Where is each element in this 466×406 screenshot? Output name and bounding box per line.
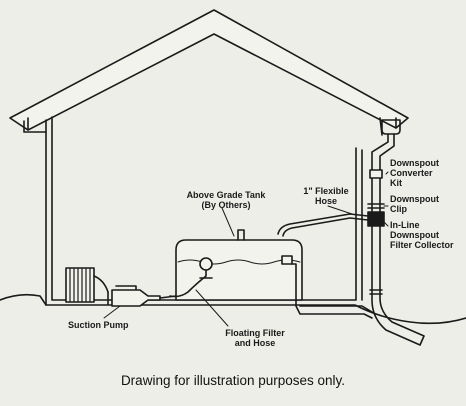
floating-filter (199, 257, 213, 271)
converter-kit (369, 169, 383, 179)
overflow-pipe (291, 263, 373, 319)
disclaimer-caption: Drawing for illustration purposes only. (120, 373, 346, 388)
pump-to-tank-hose (159, 295, 177, 299)
above-grade-tank (175, 239, 303, 301)
leader-hose (327, 205, 353, 215)
leader-pump (103, 305, 121, 319)
label-flexible-hose: 1" Flexible Hose (303, 186, 349, 206)
leader-kit (385, 171, 389, 175)
tank-inlet (281, 255, 293, 265)
gutter (381, 119, 401, 135)
flexible-hose (277, 213, 369, 237)
downspout-clip (367, 203, 385, 209)
downspout (371, 133, 425, 346)
label-downspout-clip: Downspout Clip (390, 194, 439, 214)
label-floating-filter: Floating Filter and Hose (225, 328, 285, 348)
leader-tank (221, 207, 235, 237)
hose-reel (65, 267, 109, 303)
downspout-band (369, 289, 383, 295)
house-roof (9, 9, 409, 131)
left-eave (23, 117, 47, 133)
label-inline-filter-collector: In-Line Downspout Filter Collector (390, 220, 454, 250)
label-downspout-converter-kit: Downspout Converter Kit (390, 158, 439, 188)
label-suction-pump: Suction Pump (68, 320, 129, 330)
tank-top-cap (237, 229, 245, 241)
suction-pump (107, 285, 161, 307)
leader-filter (195, 289, 229, 327)
label-above-grade-tank: Above Grade Tank (By Others) (186, 190, 266, 210)
leader-collector (383, 221, 389, 227)
filter-collector (367, 211, 385, 227)
